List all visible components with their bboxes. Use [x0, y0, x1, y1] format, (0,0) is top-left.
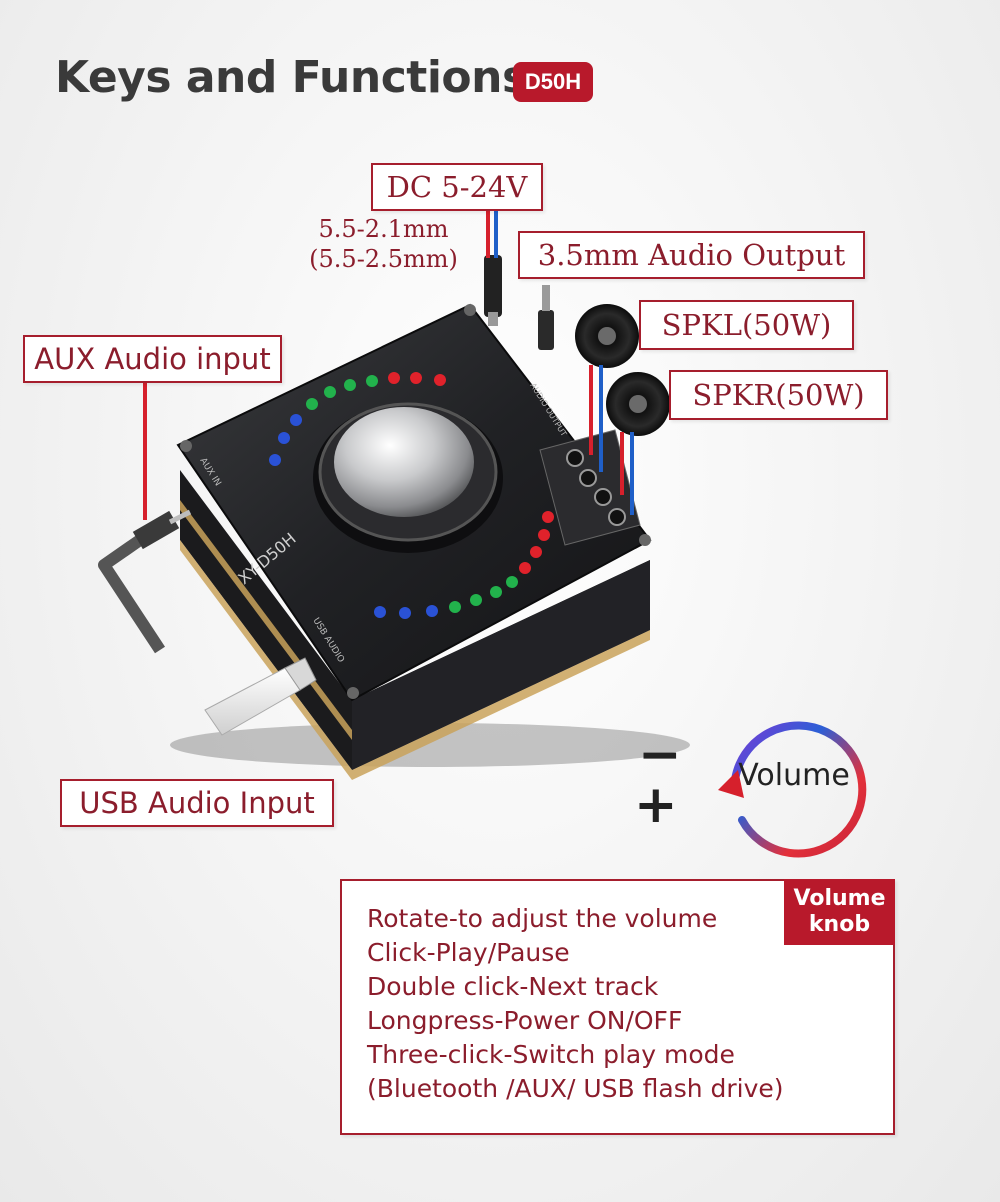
connection-wires: [143, 210, 634, 520]
function-line: (Bluetooth /AUX/ USB flash drive): [367, 1074, 784, 1103]
model-badge: D50H: [513, 62, 593, 102]
volume-knob-function-list: Rotate-to adjust the volume Click-Play/P…: [367, 902, 784, 1106]
aux-cable: [98, 509, 192, 654]
volume-rotation-icon: [718, 721, 867, 858]
label-usb-input: USB Audio Input: [60, 779, 334, 827]
label-dc-input: DC 5-24V: [371, 163, 543, 211]
board-shadow: [170, 723, 690, 767]
volume-minus-sign: −: [638, 725, 682, 785]
label-dc-size: 5.5-2.1mm (5.5-2.5mm): [296, 214, 471, 274]
function-line: Three-click-Switch play mode: [367, 1040, 735, 1069]
dc-power-plug: [484, 255, 502, 326]
dc-size-alt: (5.5-2.5mm): [309, 245, 458, 273]
label-audio-output: 3.5mm Audio Output: [518, 231, 865, 279]
label-spkr: SPKR(50W): [669, 370, 888, 420]
label-spkl: SPKL(50W): [639, 300, 854, 350]
function-line: Longpress-Power ON/OFF: [367, 1006, 683, 1035]
usb-flash-drive: [204, 657, 317, 736]
speaker-left-icon: [575, 304, 639, 368]
led-indicator-arc-lower: [374, 511, 554, 619]
speaker-terminals: [539, 429, 641, 546]
volume-knob-tag: Volume knob: [784, 879, 895, 945]
audio-output-plug: [538, 285, 554, 350]
function-line: Rotate-to adjust the volume: [367, 904, 718, 933]
label-aux-input: AUX Audio input: [23, 335, 282, 383]
function-line: Double click-Next track: [367, 972, 659, 1001]
volume-label: Volume: [738, 758, 850, 793]
page-title: Keys and Functions: [55, 52, 528, 103]
volume-plus-sign: +: [634, 775, 678, 835]
dc-size-primary: 5.5-2.1mm: [318, 215, 449, 243]
volume-knob[interactable]: [313, 402, 503, 553]
function-line: Click-Play/Pause: [367, 938, 570, 967]
led-indicator-arc-upper: [269, 372, 446, 466]
speaker-right-icon: [606, 372, 670, 436]
